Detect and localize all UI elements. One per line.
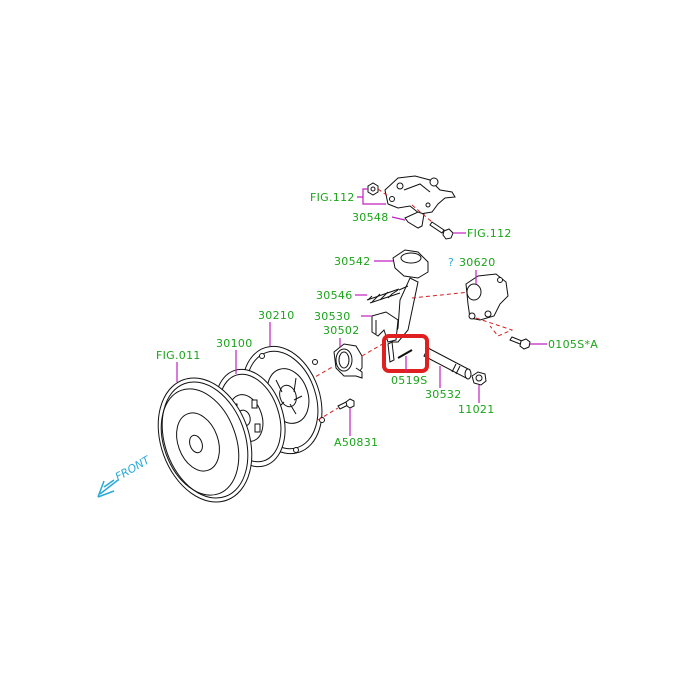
pin-0519s[interactable] <box>387 341 413 363</box>
upper-bracket[interactable] <box>384 175 456 215</box>
shaft-30532[interactable] <box>423 347 472 380</box>
pivot-30542[interactable] <box>392 249 429 279</box>
nut-top[interactable] <box>367 182 379 196</box>
pad-30548[interactable] <box>404 211 425 229</box>
label-0519s[interactable]: 0519S <box>391 374 427 387</box>
label-30546[interactable]: 30546 <box>316 289 353 302</box>
nut-11021[interactable] <box>471 371 487 386</box>
release-bearing-30502[interactable] <box>333 343 363 379</box>
label-30620[interactable]: 30620 <box>459 256 496 269</box>
label-a50831[interactable]: A50831 <box>334 436 378 449</box>
unknown-part-marker: ? <box>448 256 454 269</box>
front-label: FRONT <box>113 453 153 484</box>
label-fig011[interactable]: FIG.011 <box>156 349 201 362</box>
label-30548[interactable]: 30548 <box>352 211 389 224</box>
label-30210[interactable]: 30210 <box>258 309 295 322</box>
spring-30546[interactable] <box>366 285 409 304</box>
bolt-a50831[interactable] <box>337 398 355 410</box>
bolt-0105s[interactable] <box>509 336 531 350</box>
label-fig112-top[interactable]: FIG.112 <box>310 191 355 204</box>
label-fig112-bolt[interactable]: FIG.112 <box>467 227 512 240</box>
front-arrow-icon <box>97 479 119 498</box>
label-30502[interactable]: 30502 <box>323 324 360 337</box>
flywheel-fig011[interactable] <box>142 365 268 515</box>
label-30542[interactable]: 30542 <box>334 255 371 268</box>
label-0105s-a[interactable]: 0105S*A <box>548 338 598 351</box>
label-30530[interactable]: 30530 <box>314 310 351 323</box>
label-30532[interactable]: 30532 <box>425 388 462 401</box>
operating-cylinder-30620[interactable] <box>465 273 509 321</box>
label-11021[interactable]: 11021 <box>458 403 495 416</box>
release-fork-30530[interactable] <box>371 277 419 343</box>
bolt-fig112[interactable] <box>429 221 454 240</box>
label-30100[interactable]: 30100 <box>216 337 253 350</box>
